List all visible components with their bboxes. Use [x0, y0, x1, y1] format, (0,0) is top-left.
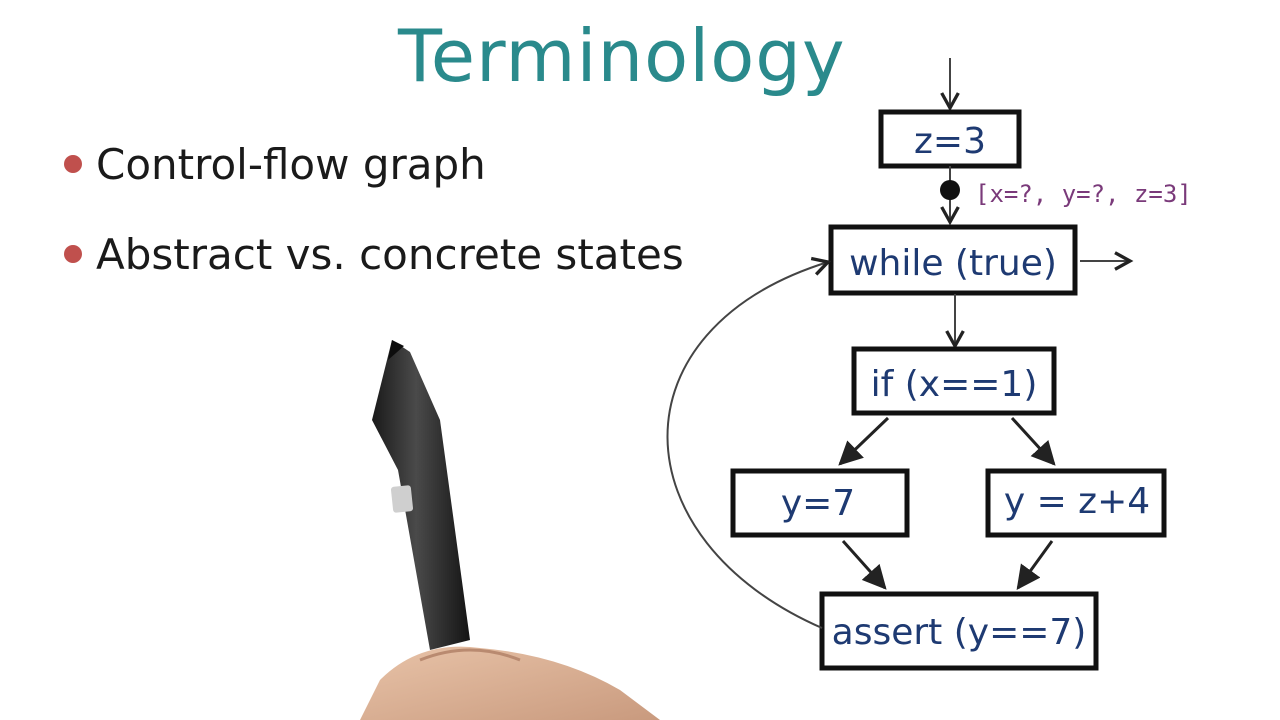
- bullet-control-flow-graph: Control-flow graph: [64, 140, 486, 189]
- edge-if-to-yz4: [1010, 416, 1056, 466]
- edge-if-to-y7: [838, 416, 890, 466]
- edge-assert-loop-back: [666, 262, 828, 629]
- node-while: while (true): [828, 224, 1078, 296]
- bullet-dot-icon: [64, 154, 82, 173]
- bullet-dot-icon: [64, 244, 82, 263]
- node-label: y = z+4: [1004, 481, 1150, 522]
- node-y-equals-7: y=7: [730, 468, 910, 538]
- stylus-icon: [372, 340, 470, 650]
- abstract-state-annotation: [x=?, y=?, z=3]: [975, 180, 1192, 208]
- slide-title: Terminology: [398, 14, 846, 98]
- bullet-text: Abstract vs. concrete states: [96, 230, 684, 279]
- edge-y7-to-assert: [841, 540, 887, 590]
- node-label: y=7: [781, 483, 855, 524]
- edge-yz4-to-assert: [1016, 540, 1054, 590]
- program-point-dot-icon: [940, 180, 960, 200]
- node-assert: assert (y==7): [819, 591, 1099, 671]
- bullet-abstract-concrete-states: Abstract vs. concrete states: [64, 230, 684, 279]
- node-label: z=3: [914, 121, 986, 162]
- node-label: if (x==1): [871, 364, 1038, 405]
- hand-icon: [360, 646, 660, 720]
- node-label: while (true): [849, 243, 1057, 284]
- node-z-assign: z=3: [878, 109, 1022, 169]
- node-y-equals-z-plus-4: y = z+4: [985, 468, 1167, 538]
- node-label: assert (y==7): [832, 612, 1087, 653]
- node-if: if (x==1): [851, 346, 1057, 416]
- bullet-text: Control-flow graph: [96, 140, 486, 189]
